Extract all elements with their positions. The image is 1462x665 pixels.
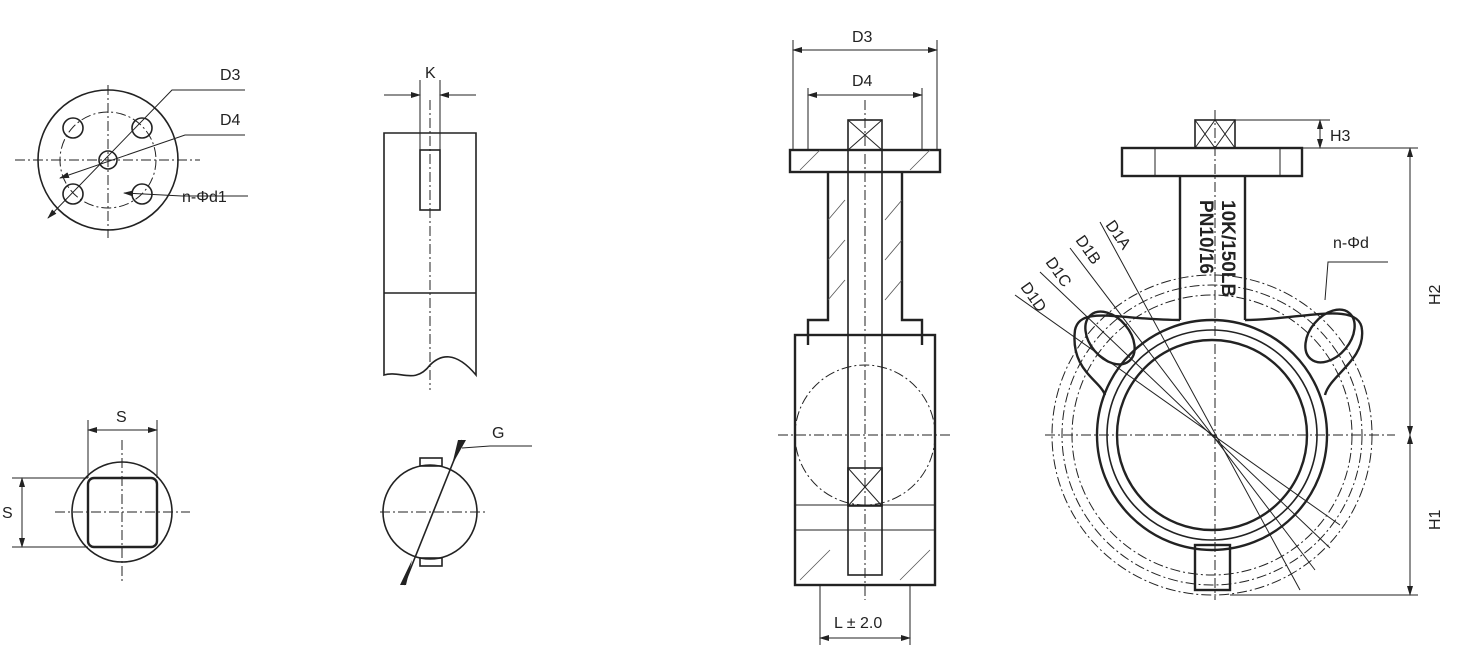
h3-label: H3 [1330,128,1351,145]
holes-label: n-Φd1 [182,189,227,206]
marking-1: 10K/150LB [1217,200,1238,297]
h1-label: H1 [1427,509,1444,530]
d1a-label: D1A [1102,218,1134,254]
front-view: 10K/150LB PN10/16 D1A D1B D1C D1D n-Φd H… [1014,110,1444,600]
k-label: K [425,65,436,82]
d4-label: D4 [220,112,241,129]
top-flange-view: D3 D4 n-Φd1 [15,67,248,238]
h2-label: H2 [1427,284,1444,305]
s-top-label: S [116,409,127,426]
d1d-label: D1D [1017,280,1049,316]
section-view: D3 D4 L ± 2.0 [778,29,950,645]
s-left-label: S [2,505,13,522]
marking-2: PN10/16 [1195,200,1216,274]
d4-label: D4 [852,73,873,90]
holes-label: n-Φd [1333,235,1369,252]
stem-side-view: K [383,65,477,390]
d3-label: D3 [220,67,241,84]
d1c-label: D1C [1042,255,1074,291]
key-shaft-view: G [380,425,532,586]
g-label: G [492,425,504,442]
d3-label: D3 [852,29,873,46]
d1b-label: D1B [1072,233,1104,268]
length-label: L ± 2.0 [834,615,882,632]
square-shaft-view: S S [2,409,190,582]
